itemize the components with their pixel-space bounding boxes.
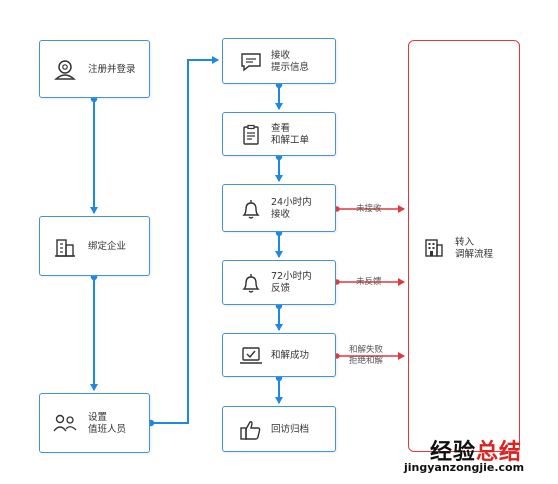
watermark-title: 经验总结 <box>430 434 522 466</box>
settlement-failed-label: 和解失败 拒绝和解 <box>349 345 384 366</box>
bind-enterprise-label: 绑定企业 <box>88 241 127 252</box>
bell-icon <box>242 200 260 219</box>
document-grid-icon <box>425 239 443 257</box>
mediation-process-label: 转入 调解流程 <box>455 237 494 260</box>
register-node: 注册并登录 <box>39 40 150 98</box>
watermark-url: jingyanzongjie.com <box>404 461 525 474</box>
bell-icon <box>242 274 260 293</box>
within-72h-node: 72小时内 反馈 <box>222 260 336 305</box>
no-feedback-label: 未反馈 <box>356 277 382 287</box>
watermark-text-b: 总结 <box>476 440 523 465</box>
within-24h-node: 24小时内 接收 <box>222 184 336 232</box>
not-received-label: 未接收 <box>356 204 382 214</box>
setup-duty-node: 设置 值班人员 <box>39 393 150 453</box>
laptop-check-icon <box>240 347 262 364</box>
revisit-archive-node: 回访归档 <box>222 406 336 452</box>
review-label: 查看 和解工单 <box>271 123 310 146</box>
clipboard-icon <box>243 124 259 145</box>
bind-enterprise-node: 绑定企业 <box>39 216 150 276</box>
message-icon <box>241 53 261 72</box>
user-icon <box>54 60 76 80</box>
setup-duty-label: 设置 值班人员 <box>88 412 127 435</box>
receive-node: 接收 提示信息 <box>222 38 336 84</box>
review-node: 查看 和解工单 <box>222 112 336 156</box>
thumbs-up-icon <box>240 421 261 440</box>
watermark-text-a: 经验 <box>430 440 477 465</box>
register-label: 注册并登录 <box>88 64 136 75</box>
settlement-success-label: 和解成功 <box>271 350 310 361</box>
settlement-success-node: 和解成功 <box>222 333 336 377</box>
building-icon <box>55 239 75 257</box>
mediation-process-node: 转入 调解流程 <box>408 40 520 452</box>
people-icon <box>53 414 77 432</box>
revisit-archive-label: 回访归档 <box>271 424 310 435</box>
receive-label: 接收 提示信息 <box>271 50 310 73</box>
within-72h-label: 72小时内 反馈 <box>271 271 312 294</box>
within-24h-label: 24小时内 接收 <box>271 197 312 220</box>
